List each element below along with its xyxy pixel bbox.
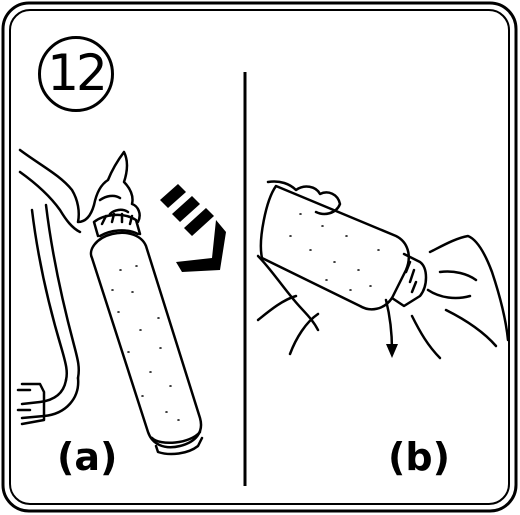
push-down-arrow [160, 184, 226, 272]
panel-b-label: (b) [388, 438, 450, 476]
panel-a-label: (a) [57, 438, 117, 476]
drip-line [386, 300, 392, 350]
step-number: 12 [47, 48, 105, 98]
filter-base [152, 432, 202, 454]
panel-b-drawing [258, 181, 508, 358]
drip-arrow-head [386, 344, 398, 358]
step-number-badge: 12 [38, 36, 114, 112]
filter-cartridge-b [261, 186, 409, 309]
filter-texture [112, 266, 179, 420]
